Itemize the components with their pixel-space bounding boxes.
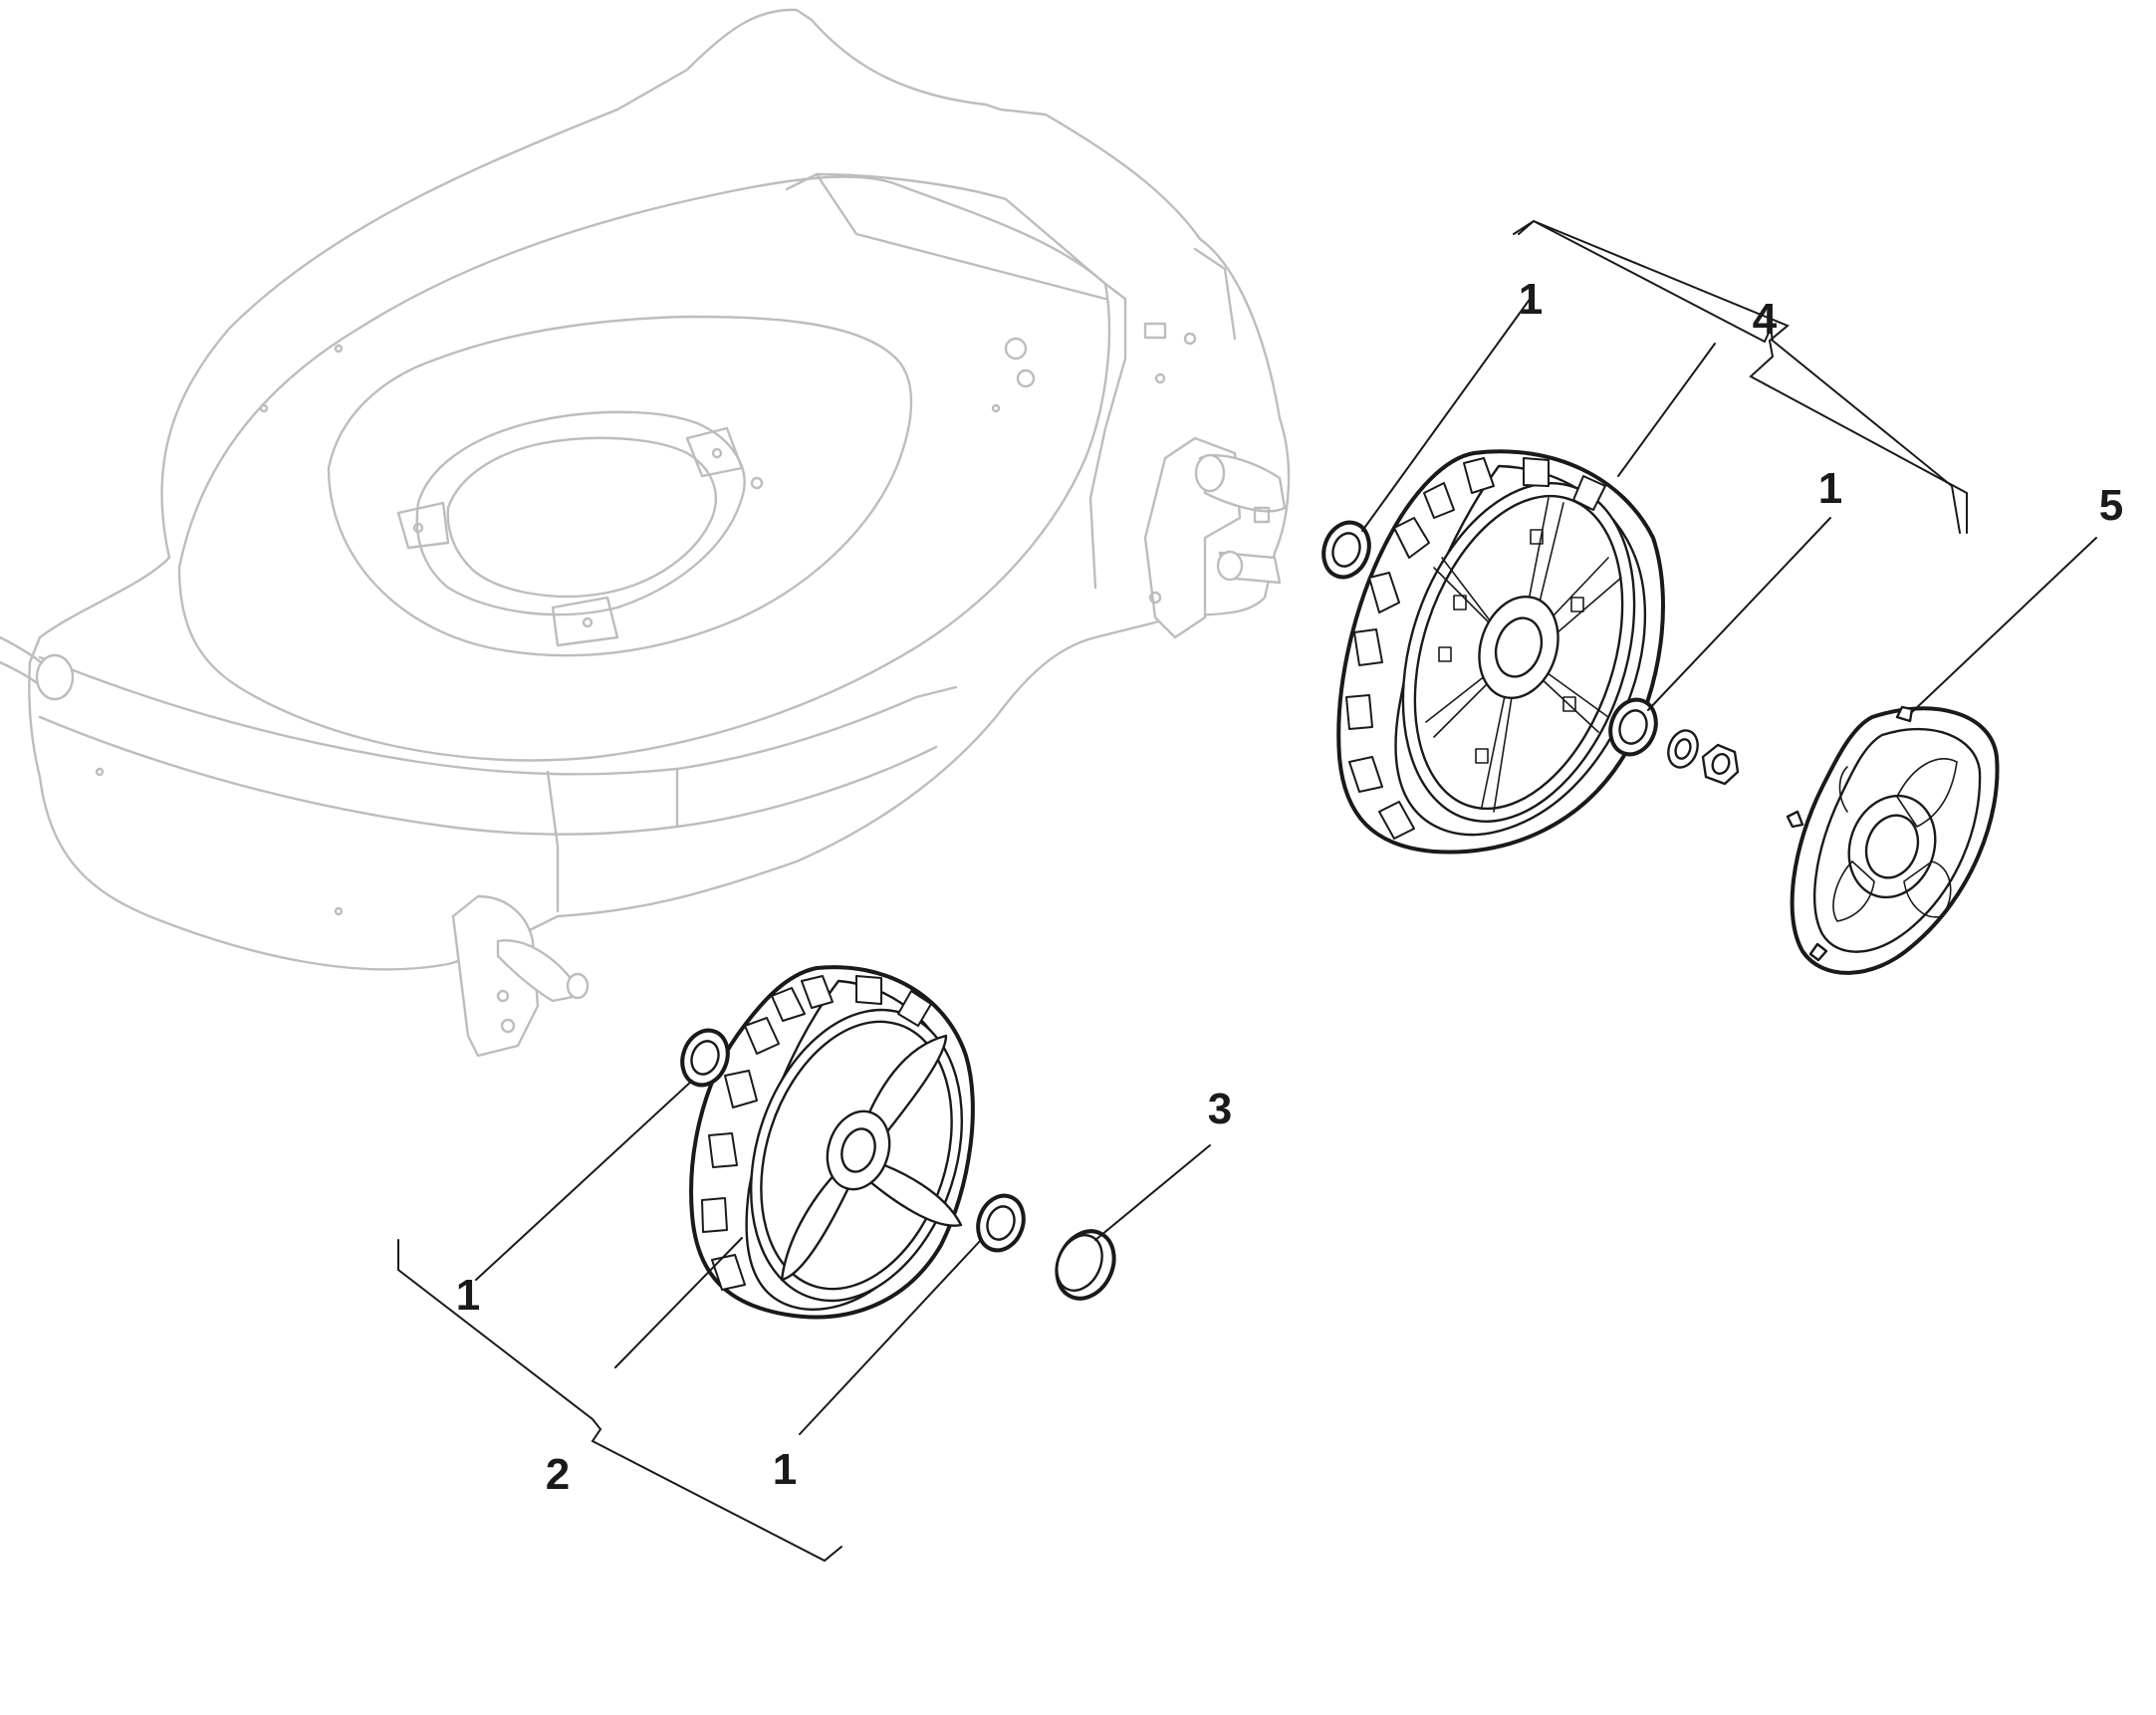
front-wheel (689, 965, 975, 1320)
callout-1-rear-left: 1 (1519, 275, 1543, 324)
bearing-rear-left (1321, 520, 1371, 580)
callout-labels: 1 4 1 5 3 1 2 1 (456, 275, 2123, 1499)
rear-wheel (1336, 449, 1665, 855)
mower-deck (0, 8, 1291, 1058)
callout-1-front-left: 1 (456, 1271, 480, 1320)
front-wheel-cap (1055, 1229, 1116, 1301)
hub-cap (1786, 705, 2000, 975)
bearing-front-left (680, 1028, 730, 1088)
callout-5-hub-cap: 5 (2099, 481, 2123, 530)
bearing-rear-right (1608, 697, 1658, 757)
leader-lines (397, 219, 2097, 1563)
callout-2-front-wheel: 2 (546, 1450, 570, 1499)
callout-1-front-right: 1 (773, 1445, 797, 1494)
callout-4-rear-wheel: 4 (1753, 295, 1778, 344)
bearing-front-right (976, 1193, 1026, 1253)
callout-3-front-cap: 3 (1208, 1085, 1232, 1133)
washer-and-nut (1667, 729, 1740, 786)
callout-1-rear-right: 1 (1818, 464, 1842, 513)
